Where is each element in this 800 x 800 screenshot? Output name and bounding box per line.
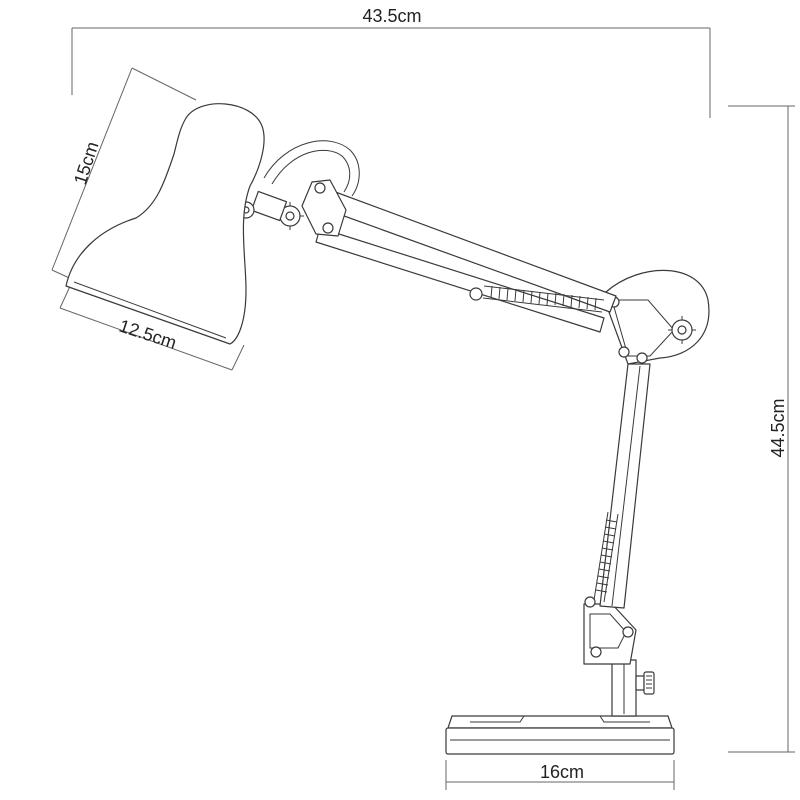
height-dimension: 44.5cm <box>728 105 795 753</box>
bracket-screw <box>584 596 596 608</box>
width-dimension: 43.5cm <box>71 6 711 118</box>
head-screw <box>322 222 334 234</box>
lower-arm <box>599 363 651 609</box>
elbow-screw <box>618 346 630 358</box>
total-width-label: 43.5cm <box>362 6 421 26</box>
lower-spring <box>593 511 619 603</box>
lower-bracket <box>583 596 637 665</box>
bracket-screw <box>590 646 602 658</box>
elbow-screw <box>636 352 648 364</box>
shade-height-label: 15cm <box>70 139 103 187</box>
base-width-dimension: 16cm <box>445 760 675 790</box>
bracket-screw <box>622 626 634 638</box>
upper-spring <box>482 285 605 313</box>
lamp-base <box>445 715 675 755</box>
head-screw <box>314 182 326 194</box>
total-height-label: 44.5cm <box>768 398 788 457</box>
elbow-joint <box>605 269 710 365</box>
head-joint <box>237 140 360 237</box>
lamp-shade <box>65 103 265 345</box>
upper-arm <box>315 189 617 333</box>
base-width-label: 16cm <box>540 762 584 782</box>
lamp-stem <box>611 659 655 717</box>
